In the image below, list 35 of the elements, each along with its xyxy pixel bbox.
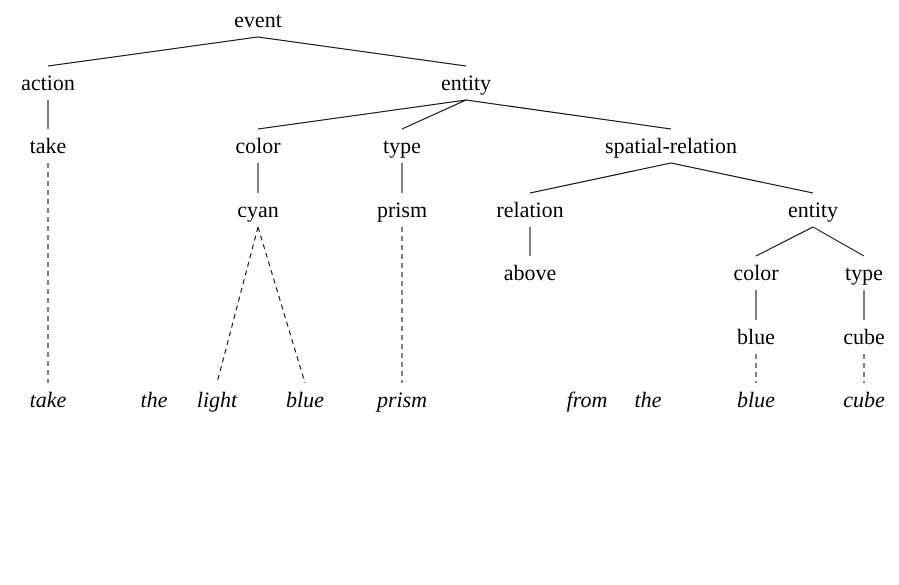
tree-node-label: entity (788, 197, 838, 223)
tree-line (258, 100, 466, 130)
sentence-word: cube (843, 387, 885, 413)
sentence-word: blue (737, 387, 775, 413)
sentence-word: take (30, 387, 66, 413)
sentence-word: blue (286, 387, 324, 413)
tree-node-label: relation (496, 197, 564, 223)
sentence-word: light (196, 387, 238, 413)
tree-node-label: action (21, 70, 75, 96)
tree-node-label: color (733, 260, 779, 286)
tree-node-label: cube (843, 324, 885, 350)
tree-node-label: take (30, 133, 66, 159)
sentence-word: prism (376, 387, 428, 413)
tree-line (812, 226, 864, 256)
sentence-word: from (566, 387, 608, 413)
tree-node-label: above (504, 260, 556, 286)
tree-node-label: blue (737, 324, 775, 350)
sentence-word: the (634, 387, 662, 413)
tree-node-label: cyan (237, 197, 279, 223)
sentence-word: the (140, 387, 168, 413)
tree-line (402, 100, 466, 130)
tree-line (756, 226, 814, 256)
tree-node-label: type (383, 133, 421, 159)
tree-line (670, 162, 814, 194)
tree-line (48, 36, 258, 66)
tree-line (530, 162, 672, 194)
tree-node-label: color (235, 133, 281, 159)
tree-node-label: entity (440, 70, 492, 96)
tree-line (466, 100, 672, 130)
tree-line (258, 36, 466, 66)
tree-node-label: spatial-relation (605, 133, 737, 159)
tree-node-label: type (845, 260, 883, 286)
tree-node-label: prism (376, 197, 428, 223)
dashed-line (258, 226, 306, 384)
tree-node-label: event (234, 7, 282, 33)
